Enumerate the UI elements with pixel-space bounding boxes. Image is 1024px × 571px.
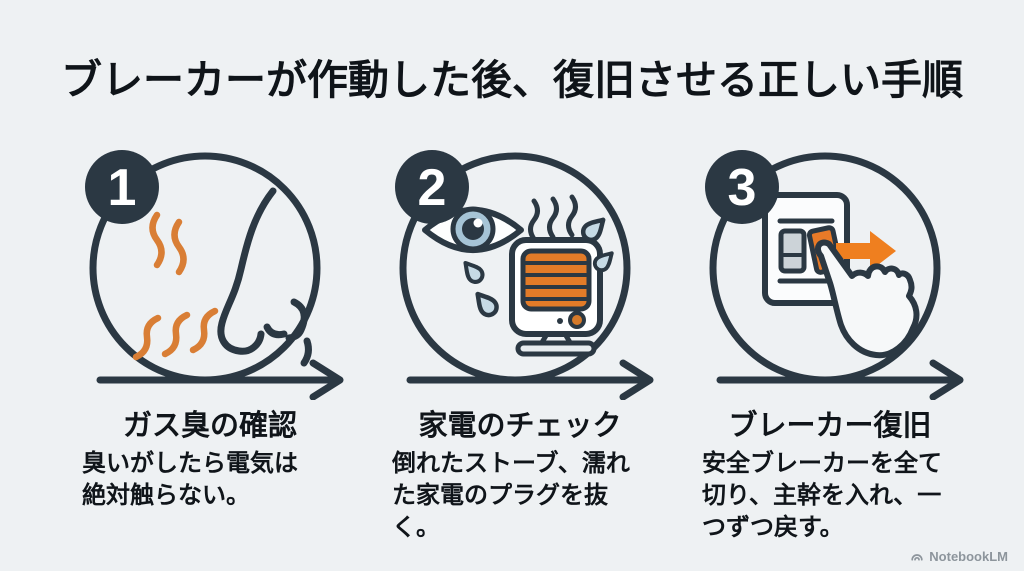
flow-arrow <box>406 359 654 400</box>
eye-icon <box>422 206 524 253</box>
svg-text:3: 3 <box>728 159 757 217</box>
eye-heater-icon <box>422 194 614 357</box>
footer-brand-label: NotebookLM <box>929 549 1008 564</box>
step-1-heading: ガス臭の確認 <box>122 410 297 442</box>
nose-smell-icon <box>132 187 312 367</box>
pointing-hand-icon <box>815 239 920 359</box>
flow-arrow <box>716 359 964 400</box>
step-2-heading: 家電のチェック <box>418 410 622 442</box>
step-1-art: 1 <box>85 150 344 400</box>
breaker-switch-off <box>778 228 807 274</box>
step-1-body: 臭いがしたら電気は 絶対触らない。 <box>82 450 298 510</box>
step-number-badge: 2 <box>395 150 469 224</box>
step-1: 1 ガス臭の確認 臭いがしたら電気は 絶対触らない。 <box>60 145 360 512</box>
svg-text:2: 2 <box>418 159 447 217</box>
water-droplets <box>463 217 614 318</box>
step-2-body: 倒れたストーブ、濡れ た家電のプラグを抜 く。 <box>392 450 630 542</box>
step-number-badge: 3 <box>705 150 779 224</box>
step-3: 3 ブレーカー復旧 安全ブレーカーを全て 切り、主幹を入れ、一 つずつ戻す。 <box>680 145 980 544</box>
footer-brand: NotebookLM <box>910 549 1008 564</box>
step-3-heading: ブレーカー復旧 <box>728 410 932 442</box>
notebooklm-logo-icon <box>911 553 923 561</box>
steam-lines <box>528 194 578 242</box>
heater-icon <box>509 237 603 357</box>
flow-arrow <box>96 359 344 400</box>
breaker-switch-hand-icon <box>762 192 920 359</box>
step-number-badge: 1 <box>85 150 159 224</box>
step-3-art: 3 <box>705 150 964 400</box>
step-2: 2 家電のチェック 倒れたストーブ、濡れ た家電のプラグを抜 く。 <box>370 145 670 544</box>
svg-text:1: 1 <box>108 159 137 217</box>
step-3-body: 安全ブレーカーを全て 切り、主幹を入れ、一 つずつ戻す。 <box>702 450 942 542</box>
orange-arrow-icon <box>836 231 896 271</box>
page-title: ブレーカーが作動した後、復旧させる正しい手順 <box>61 57 963 103</box>
step-2-art: 2 <box>395 150 654 400</box>
